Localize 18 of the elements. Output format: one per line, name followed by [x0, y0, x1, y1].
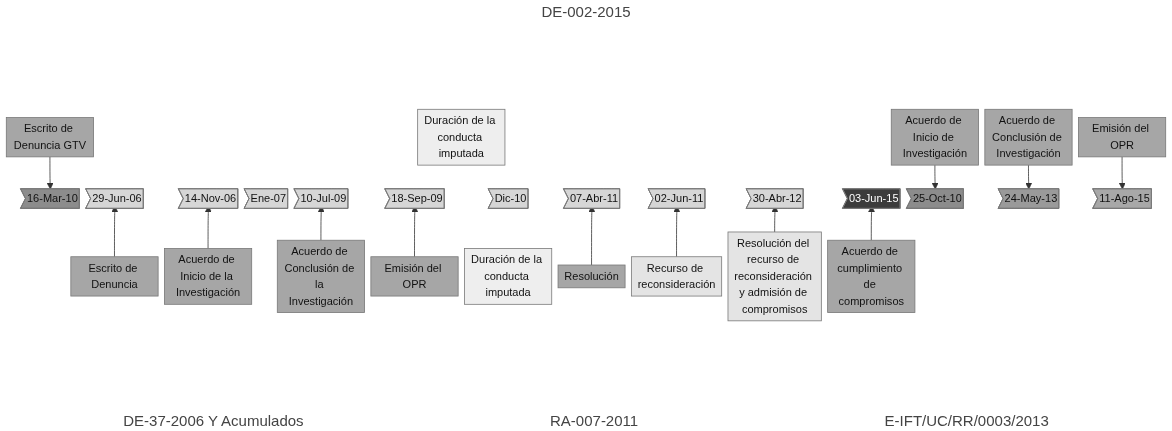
node-box: Escrito de Denuncia GTV: [5, 117, 94, 158]
node-box: Duración de la conducta imputada: [464, 248, 553, 306]
node-box: Acuerdo de Conclusión de la Investigación: [276, 240, 365, 314]
node-box: Escrito de Denuncia: [70, 256, 159, 297]
node-box: Emisión del OPR: [370, 256, 459, 297]
node-box: Acuerdo de cumplimiento de compromisos: [827, 240, 916, 314]
node-box: Duración de la conducta imputada: [417, 109, 506, 166]
node-box: Acuerdo de Conclusión de Investigación: [984, 109, 1073, 166]
case-number: DE-37-2006 Y Acumulados: [123, 411, 304, 429]
case-number: RA-007-2011: [550, 411, 639, 429]
case-number: DE-002-2015: [541, 2, 631, 20]
node-box: Acuerdo de Inicio de Investigación: [890, 109, 979, 166]
node-box: Acuerdo de Inicio de la Investigación: [164, 248, 253, 306]
case-number: E-IFT/UC/RR/0003/2013: [884, 411, 1049, 429]
node-box: Emisión del OPR: [1078, 117, 1167, 158]
node-box: Resolución del recurso de reconsideración y admisión de compromisos: [727, 232, 822, 322]
node-box: Recurso de reconsideración: [631, 256, 723, 297]
node-box: Resolución: [557, 265, 626, 289]
